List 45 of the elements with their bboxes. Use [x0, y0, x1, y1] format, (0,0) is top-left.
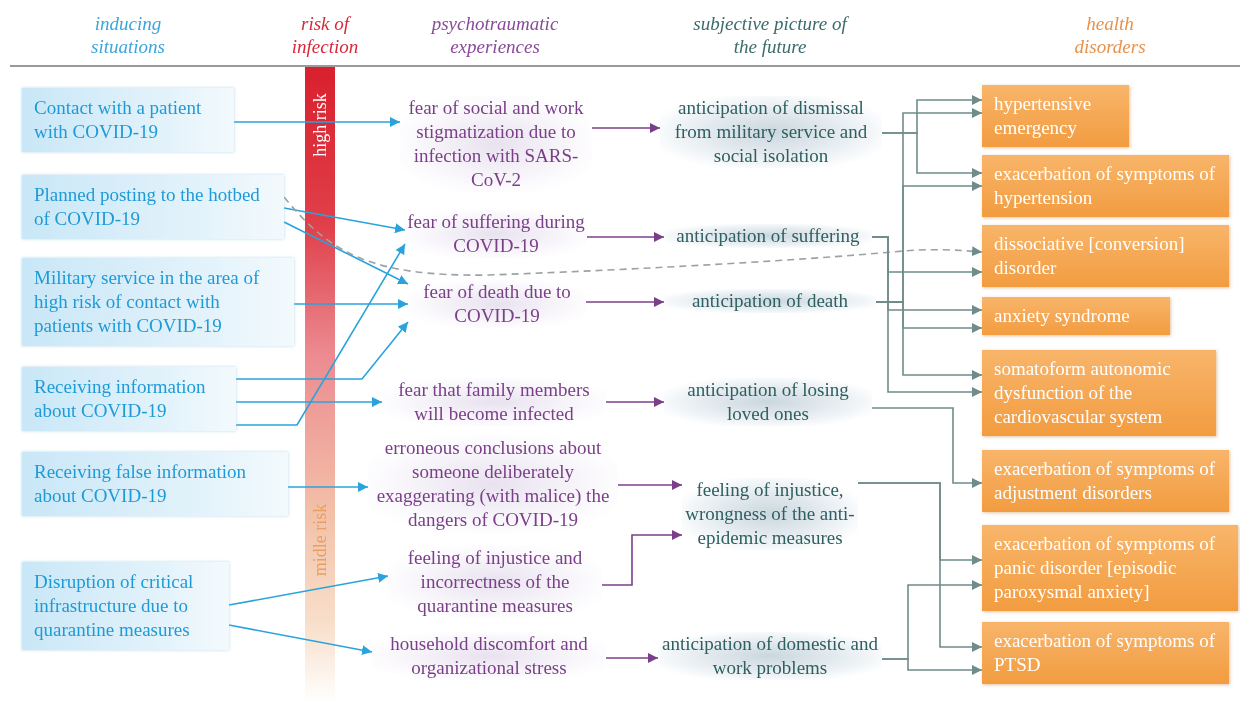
disorder-box: anxiety syndrome [982, 297, 1170, 335]
arrow [228, 624, 373, 656]
dashed-arrow [283, 196, 983, 276]
arrow [586, 232, 665, 242]
arrow [235, 397, 383, 407]
situation-box: Contact with a patient with COVID-19 [22, 88, 234, 152]
arrow [881, 658, 983, 675]
arrow [617, 480, 683, 490]
column-heading: health disorders [1073, 12, 1147, 58]
disorder-box: dissociative [conversion] disorder [982, 225, 1229, 287]
arrow [857, 482, 983, 652]
arrow [605, 653, 659, 663]
arrow [605, 397, 665, 407]
situation-box: Disruption of critical infrastructure due to quarantine measures [22, 562, 229, 650]
situation-box: Military service in the area of high risk of contact with patients with COVID-19 [22, 258, 294, 346]
arrow [233, 117, 401, 127]
column-heading: inducing situations [90, 12, 166, 58]
arrow [601, 530, 683, 586]
arrow [283, 221, 409, 285]
disorder-box: exacerbation of symptoms of PTSD [982, 622, 1229, 684]
disorder-box: hypertensive emergency [982, 85, 1129, 147]
risk-level-label: midle risk [310, 503, 330, 577]
column-heading: subjective picture of the future [692, 12, 850, 58]
arrow [881, 132, 983, 178]
situation-box: Receiving false information about COVID-19 [22, 452, 288, 516]
column-heading: risk of infection [290, 12, 360, 58]
arrow [871, 236, 983, 397]
disorder-box: exacerbation of symptoms of hypertension [982, 155, 1229, 217]
arrow [585, 297, 665, 307]
situation-box: Planned posting to the hotbed of COVID-19 [22, 175, 284, 239]
arrow [591, 123, 661, 133]
arrow [871, 407, 983, 488]
disorder-box: exacerbation of symptoms of panic disorder [episodic paroxysmal anxiety] [982, 525, 1238, 611]
situation-box: Receiving information about COVID-19 [22, 367, 236, 431]
arrow [875, 301, 983, 380]
disorder-box: somatoform autonomic dysfunction of the cardiovascular system [982, 350, 1216, 436]
arrow [287, 482, 369, 492]
arrow [235, 243, 406, 426]
risk-level-label: high risk [310, 93, 330, 157]
disorder-box: exacerbation of symptoms of adjustment disorders [982, 450, 1229, 512]
arrow [283, 207, 406, 234]
arrow [228, 572, 389, 606]
arrow [235, 321, 409, 380]
arrow [293, 299, 409, 309]
column-heading: psychotraumatic experiences [429, 12, 560, 58]
